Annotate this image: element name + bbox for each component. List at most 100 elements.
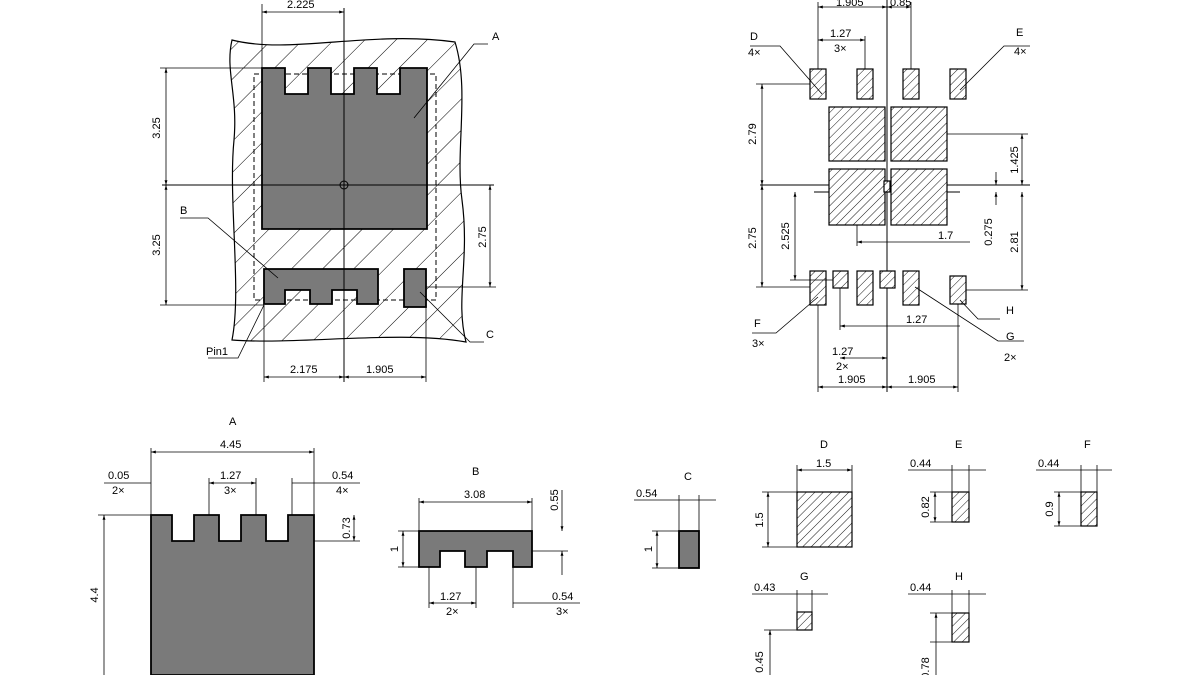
label-a: A — [492, 31, 500, 43]
detail-a-pitch: 1.27 — [220, 470, 241, 482]
dim-top-2-225: 2.225 — [287, 0, 315, 11]
label-g-count: 2× — [1004, 352, 1017, 364]
label-pin1: Pin1 — [206, 346, 228, 358]
dim-left-upper: 3.25 — [151, 117, 163, 138]
label-e-count: 4× — [1014, 46, 1027, 58]
detail-b-pitch-count: 2× — [446, 606, 459, 618]
pad-e-1 — [902, 68, 920, 100]
dim-mid-1-27: 1.27 — [906, 314, 927, 326]
pad-b — [263, 268, 379, 305]
dim-left-lower: 3.25 — [151, 234, 163, 255]
label-f: F — [754, 318, 761, 330]
top-left-view: 2.225 3.25 3.25 2.75 2.175 1.905 A B C P… — [151, 0, 500, 382]
detail-h-height: 0.78 — [920, 657, 932, 675]
detail-f-pad — [1080, 491, 1098, 527]
detail-b-pitch: 1.27 — [440, 591, 461, 603]
pad-g-2 — [879, 270, 896, 289]
detail-a-width: 4.45 — [220, 439, 241, 451]
label-g: G — [1006, 331, 1015, 343]
detail-b-pad — [418, 530, 533, 568]
dim-left-2-75: 2.75 — [747, 227, 759, 248]
detail-e-pad — [951, 491, 970, 523]
detail-b-notch-count: 3× — [556, 606, 569, 618]
detail-e-title: E — [955, 439, 962, 451]
pad-e-2 — [949, 68, 967, 100]
detail-g-pad — [796, 611, 813, 631]
pad-g-1 — [832, 270, 849, 289]
detail-a-pad — [150, 514, 315, 675]
detail-c: C 0.54 1 — [634, 471, 716, 569]
detail-e-height: 0.82 — [920, 496, 932, 517]
detail-g-height: 0.45 — [754, 651, 766, 672]
dim-right-2-75: 2.75 — [477, 226, 489, 247]
detail-h-width: 0.44 — [910, 582, 931, 594]
detail-a-notch-count: 4× — [336, 485, 349, 497]
detail-h-title: H — [955, 571, 963, 583]
top-right-view: 1.905 0.85 1.27 3× 2.79 2.75 2.525 1.425… — [747, 0, 1030, 392]
center-mark — [339, 180, 349, 190]
pad-f-2 — [856, 270, 874, 306]
dim-bottom-2-175: 2.175 — [290, 364, 318, 376]
dim-right-1-425: 1.425 — [1009, 146, 1021, 174]
detail-c-height: 1 — [643, 546, 655, 552]
pad-sq-4 — [890, 168, 948, 226]
detail-a-notch: 0.54 — [332, 470, 353, 482]
detail-g-width: 0.43 — [754, 582, 775, 594]
label-d: D — [750, 31, 758, 43]
detail-b-notch: 0.54 — [552, 591, 573, 603]
label-b: B — [180, 205, 187, 217]
label-f-count: 3× — [752, 338, 765, 350]
detail-f-height: 0.9 — [1044, 501, 1056, 516]
pad-sq-3 — [828, 168, 886, 226]
detail-b-notch-depth: 0.55 — [549, 489, 561, 510]
dim-top-3x: 3× — [834, 43, 847, 55]
detail-f: F 0.44 0.9 — [1036, 439, 1112, 527]
dim-mid-1-7: 1.7 — [938, 230, 953, 242]
dim-bot-1-905-right: 1.905 — [908, 374, 936, 386]
detail-a-left-gap: 0.05 — [108, 470, 129, 482]
detail-h: H 0.44 0.78 — [908, 571, 986, 675]
detail-a-left-gap-count: 2× — [112, 485, 125, 497]
dim-left-2-79: 2.79 — [747, 123, 759, 144]
detail-a-notch-depth: 0.73 — [341, 517, 353, 538]
dim-top-0-85: 0.85 — [890, 0, 911, 9]
detail-b: B 3.08 0.55 1 1.27 2× 0.54 3× — [389, 466, 580, 618]
dim-top-1-905: 1.905 — [836, 0, 864, 9]
detail-c-title: C — [684, 471, 692, 483]
detail-g: G 0.43 0.45 — [752, 571, 828, 675]
dim-bottom-1-905: 1.905 — [366, 364, 394, 376]
pad-d-1 — [809, 68, 827, 100]
detail-d-pad — [796, 491, 853, 548]
label-h: H — [1006, 305, 1014, 317]
pad-h-1 — [949, 275, 967, 305]
pad-f-3 — [902, 270, 920, 306]
package-outline — [253, 73, 437, 301]
detail-f-title: F — [1084, 439, 1091, 451]
pad-sq-2 — [890, 106, 948, 162]
detail-d-height: 1.5 — [754, 512, 766, 527]
detail-d-title: D — [820, 439, 828, 451]
pad-sq-1 — [828, 106, 886, 162]
detail-d: D 1.5 1.5 — [754, 439, 853, 548]
detail-b-height: 1 — [389, 546, 401, 552]
detail-c-width: 0.54 — [636, 488, 657, 500]
detail-a: A 4.45 0.05 2× 1.27 3× 0.54 4× 0.73 4.4 — [89, 416, 360, 675]
dim-top-1-27: 1.27 — [830, 28, 851, 40]
detail-d-width: 1.5 — [816, 458, 831, 470]
dim-bot-1-27: 1.27 — [832, 346, 853, 358]
detail-b-width: 3.08 — [464, 489, 485, 501]
pad-f-1 — [809, 270, 827, 306]
detail-e-width: 0.44 — [910, 458, 931, 470]
label-e: E — [1016, 27, 1023, 39]
label-c: C — [486, 329, 494, 341]
dim-right-2-81: 2.81 — [1009, 231, 1021, 252]
detail-a-pitch-count: 3× — [224, 485, 237, 497]
dim-bot-1-905-left: 1.905 — [838, 374, 866, 386]
detail-c-pad — [678, 530, 700, 569]
detail-f-width: 0.44 — [1038, 458, 1059, 470]
detail-a-title: A — [229, 416, 237, 428]
detail-a-height: 4.4 — [89, 587, 101, 602]
dim-bot-2x: 2× — [836, 361, 849, 373]
label-d-count: 4× — [748, 47, 761, 59]
